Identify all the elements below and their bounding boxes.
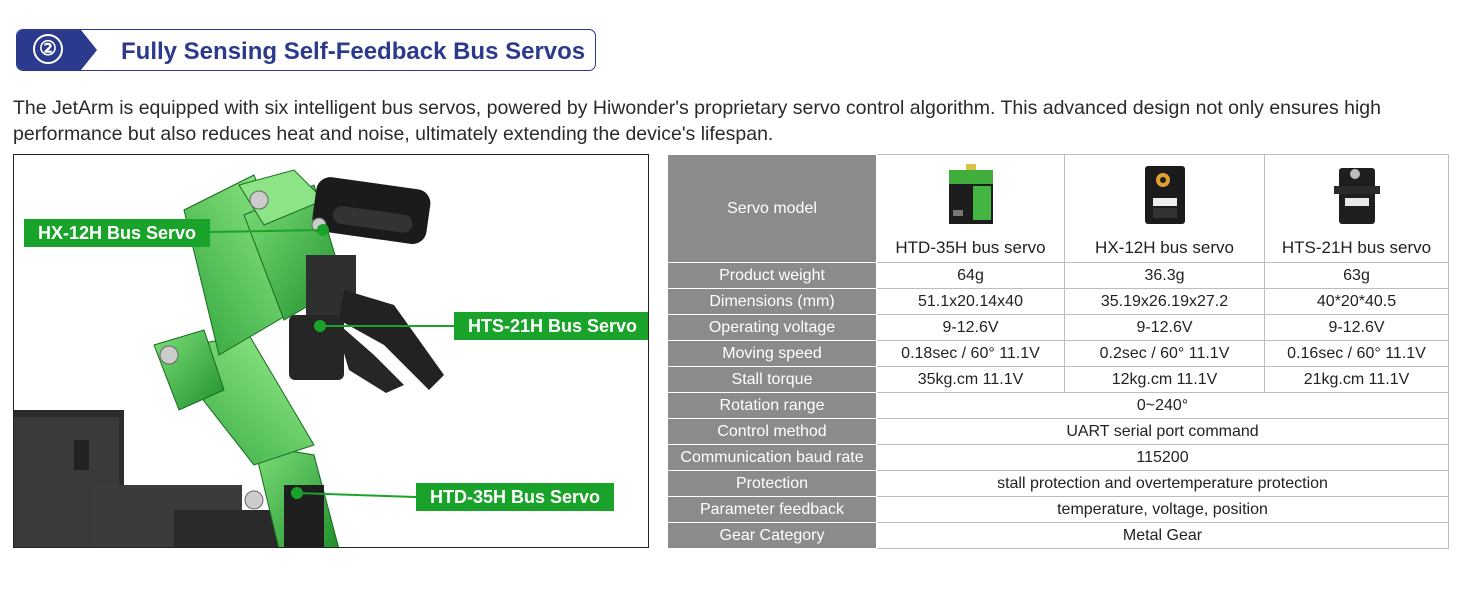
servo-column-hts-21h: HTS-21H bus servo xyxy=(1264,154,1449,263)
servo-column-hx-12h: HX-12H bus servo xyxy=(1064,154,1265,263)
table-row: Parameter feedback temperature, voltage,… xyxy=(667,496,1449,523)
section-header: ② Fully Sensing Self-Feedback Bus Servos xyxy=(16,29,596,71)
cell-value: 9-12.6V xyxy=(876,314,1065,341)
robot-arm-image: HX-12H Bus Servo HTS-21H Bus Servo HTD-3… xyxy=(13,154,649,548)
servo-column-htd-35h: HTD-35H bus servo xyxy=(876,154,1065,263)
cell-value: 9-12.6V xyxy=(1264,314,1449,341)
cell-value: 0.18sec / 60° 11.1V xyxy=(876,340,1065,367)
servo-name-htd-35h: HTD-35H bus servo xyxy=(895,238,1046,257)
hx-12h-servo-icon xyxy=(1144,166,1185,224)
cell-value: 35.19x26.19x27.2 xyxy=(1064,288,1265,315)
hts-21h-servo-icon xyxy=(1333,168,1380,224)
cell-value: Metal Gear xyxy=(876,522,1449,549)
cell-value: 0~240° xyxy=(876,392,1449,419)
cell-value: 9-12.6V xyxy=(1064,314,1265,341)
table-row: Dimensions (mm) 51.1x20.14x40 35.19x26.1… xyxy=(667,288,1449,315)
servo-name-hx-12h: HX-12H bus servo xyxy=(1095,238,1234,257)
cell-value: 115200 xyxy=(876,444,1449,471)
row-label: Product weight xyxy=(667,262,877,289)
table-row: Operating voltage 9-12.6V 9-12.6V 9-12.6… xyxy=(667,314,1449,341)
section-number-badge: ② xyxy=(17,30,97,70)
cell-value: 36.3g xyxy=(1064,262,1265,289)
table-row: Product weight 64g 36.3g 63g xyxy=(667,262,1449,289)
label-htd-35h: HTD-35H Bus Servo xyxy=(416,483,615,511)
section-title: Fully Sensing Self-Feedback Bus Servos xyxy=(121,38,586,65)
table-header-row: Servo model HTD-35H bus servo HX-12H bus… xyxy=(667,154,1449,263)
cell-value: 0.2sec / 60° 11.1V xyxy=(1064,340,1265,367)
htd-35h-servo-icon xyxy=(948,164,993,224)
row-label: Communication baud rate xyxy=(667,444,877,471)
table-row: Protection stall protection and overtemp… xyxy=(667,470,1449,497)
cell-value: temperature, voltage, position xyxy=(876,496,1449,523)
table-row: Moving speed 0.18sec / 60° 11.1V 0.2sec … xyxy=(667,340,1449,367)
cell-value: 40*20*40.5 xyxy=(1264,288,1449,315)
cell-value: 51.1x20.14x40 xyxy=(876,288,1065,315)
header-label: Servo model xyxy=(667,154,877,263)
label-hts-21h: HTS-21H Bus Servo xyxy=(454,312,648,340)
cell-value: 63g xyxy=(1264,262,1449,289)
servo-name-hts-21h: HTS-21H bus servo xyxy=(1281,238,1432,257)
table-row: Control method UART serial port command xyxy=(667,418,1449,445)
row-label: Protection xyxy=(667,470,877,497)
cell-value: 64g xyxy=(876,262,1065,289)
cell-value: 35kg.cm 11.1V xyxy=(876,366,1065,393)
cell-value: stall protection and overtemperature pro… xyxy=(876,470,1449,497)
cell-value: 0.16sec / 60° 11.1V xyxy=(1264,340,1449,367)
cell-value: 12kg.cm 11.1V xyxy=(1064,366,1265,393)
cell-value: UART serial port command xyxy=(876,418,1449,445)
row-label: Gear Category xyxy=(667,522,877,549)
table-row: Gear Category Metal Gear xyxy=(667,522,1449,549)
table-row: Stall torque 35kg.cm 11.1V 12kg.cm 11.1V… xyxy=(667,366,1449,393)
table-row: Communication baud rate 115200 xyxy=(667,444,1449,471)
row-label: Stall torque xyxy=(667,366,877,393)
servo-spec-table: Servo model HTD-35H bus servo HX-12H bus… xyxy=(667,154,1449,549)
row-label: Dimensions (mm) xyxy=(667,288,877,315)
row-label: Moving speed xyxy=(667,340,877,367)
row-label: Rotation range xyxy=(667,392,877,419)
row-label: Parameter feedback xyxy=(667,496,877,523)
cell-value: 21kg.cm 11.1V xyxy=(1264,366,1449,393)
table-row: Rotation range 0~240° xyxy=(667,392,1449,419)
section-description: The JetArm is equipped with six intellig… xyxy=(13,97,1381,145)
section-number: ② xyxy=(33,34,63,64)
label-hx-12h: HX-12H Bus Servo xyxy=(24,219,211,247)
robot-arm-illustration xyxy=(14,169,454,547)
row-label: Operating voltage xyxy=(667,314,877,341)
row-label: Control method xyxy=(667,418,877,445)
